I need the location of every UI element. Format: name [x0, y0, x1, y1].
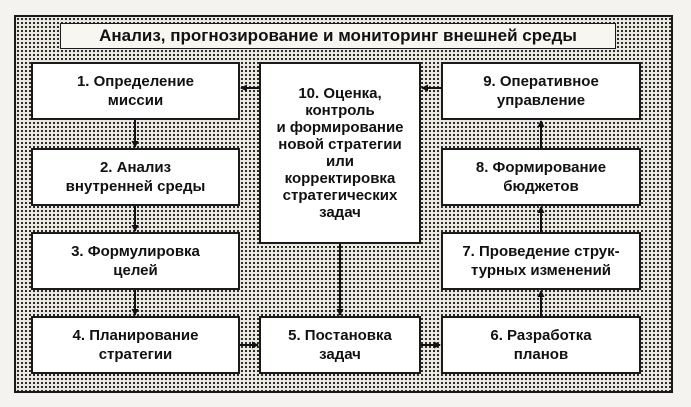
block-7-structural-changes: 7. Проведение струк- турных изменений — [441, 232, 641, 290]
block-4-strategy-planning: 4. Планирование стратегии — [31, 316, 240, 374]
block-10-evaluation-control: 10. Оценка, контроль и формирование ново… — [259, 62, 421, 244]
block-5-tasks: 5. Постановка задач — [259, 316, 421, 374]
block-1-mission: 1. Определение миссии — [31, 62, 240, 120]
block-3-goals: 3. Формулировка целей — [31, 232, 240, 290]
block-9-operational-management: 9. Оперативное управление — [441, 62, 641, 120]
block-8-budgets: 8. Формирование бюджетов — [441, 148, 641, 206]
diagram-title: Анализ, прогнозирование и мониторинг вне… — [60, 23, 616, 49]
block-2-internal-analysis: 2. Анализ внутренней среды — [31, 148, 240, 206]
block-6-plans: 6. Разработка планов — [441, 316, 641, 374]
